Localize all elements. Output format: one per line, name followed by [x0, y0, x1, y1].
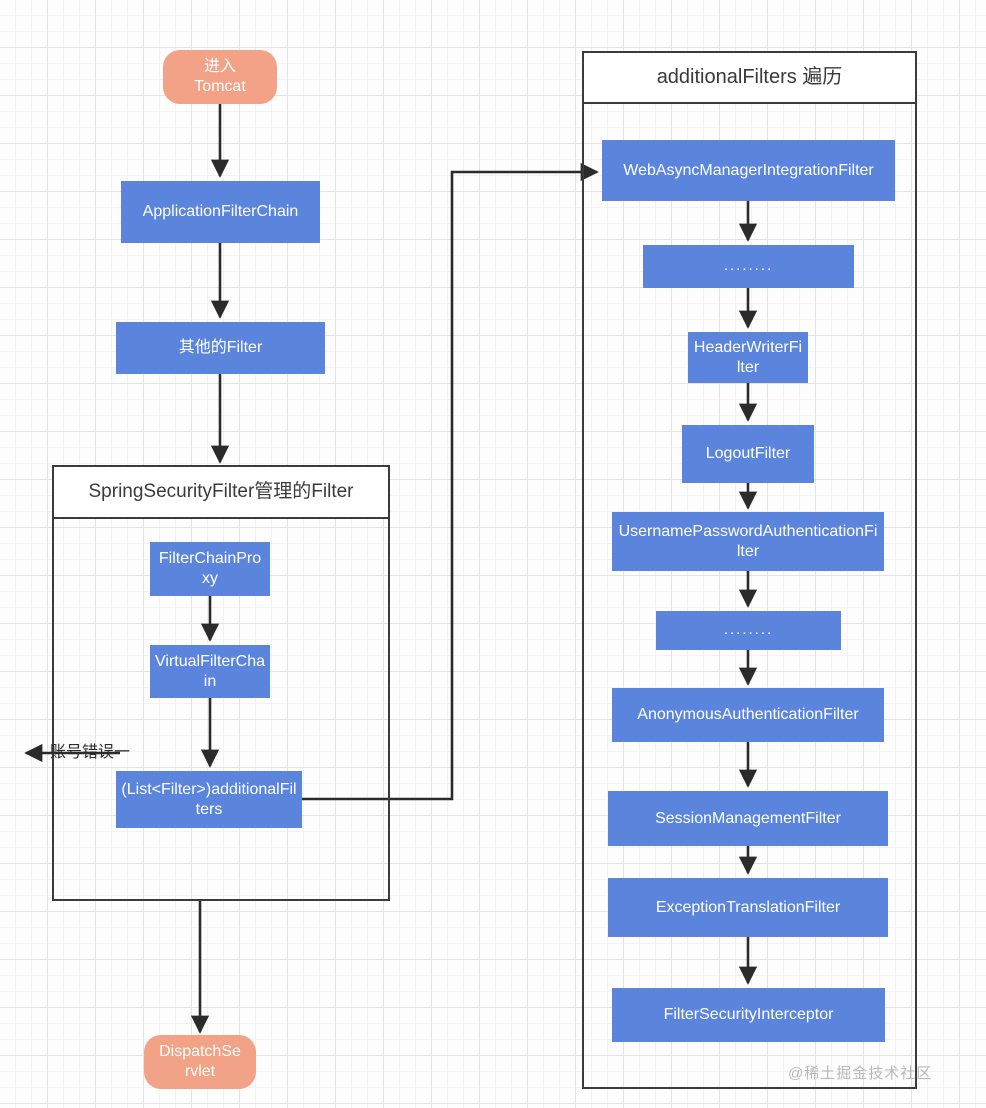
node-filter-chain-proxy-label: FilterChainProxy [158, 550, 262, 587]
group-additional-filters-title-text: additionalFilters 遍历 [656, 66, 843, 88]
node-filter-security-interceptor[interactable]: FilterSecurityInterceptor [612, 988, 885, 1042]
edge-label-account-error: 账号错误一 [50, 745, 130, 761]
group-spring-security-filter-title: SpringSecurityFilter管理的Filter [54, 467, 388, 519]
node-additional-filters[interactable]: (List<Filter>)additionalFilters [116, 771, 302, 828]
node-logout-filter[interactable]: LogoutFilter [682, 425, 814, 483]
node-virtual-filter-chain[interactable]: VirtualFilterChain [150, 645, 270, 698]
node-other-filter-label: 其他的Filter [178, 339, 263, 357]
edge-label-account-error-text: 账号错误一 [50, 744, 131, 761]
node-username-password-authentication-filter[interactable]: UsernamePasswordAuthenticationFilter [612, 512, 884, 571]
watermark-text: @稀土掘金技术社区 [788, 1065, 933, 1082]
node-web-async-manager-integration-filter[interactable]: WebAsyncManagerIntegrationFilter [602, 140, 895, 201]
node-anonymous-authentication-filter-label: AnonymousAuthenticationFilter [637, 706, 859, 724]
node-application-filter-chain-label: ApplicationFilterChain [142, 203, 299, 221]
node-filter-security-interceptor-label: FilterSecurityInterceptor [663, 1006, 834, 1024]
node-ellipsis-1-label: ........ [723, 257, 774, 275]
node-header-writer-filter-label: HeaderWriterFilter [693, 338, 803, 376]
group-additional-filters: additionalFilters 遍历 [582, 51, 917, 1089]
node-dispatch-servlet-line1: DispatchSe [159, 1043, 241, 1061]
node-entry-tomcat-line1: 进入 [203, 58, 236, 76]
node-logout-filter-label: LogoutFilter [705, 445, 791, 463]
watermark: @稀土掘金技术社区 [788, 1062, 932, 1083]
node-application-filter-chain[interactable]: ApplicationFilterChain [121, 181, 320, 243]
node-filter-chain-proxy[interactable]: FilterChainProxy [150, 542, 270, 596]
node-username-password-authentication-filter-label: UsernamePasswordAuthenticationFilter [618, 522, 878, 560]
node-entry-tomcat[interactable]: 进入 Tomcat [163, 50, 277, 104]
node-session-management-filter[interactable]: SessionManagementFilter [608, 791, 888, 846]
node-additional-filters-label: (List<Filter>)additionalFilters [121, 780, 297, 818]
node-ellipsis-1[interactable]: ........ [643, 245, 854, 288]
node-other-filter[interactable]: 其他的Filter [116, 322, 325, 374]
node-ellipsis-2[interactable]: ........ [656, 611, 841, 650]
group-spring-security-filter-title-text: SpringSecurityFilter管理的Filter [88, 481, 354, 503]
node-dispatch-servlet[interactable]: DispatchSe rvlet [144, 1035, 256, 1089]
node-header-writer-filter[interactable]: HeaderWriterFilter [688, 332, 808, 383]
node-ellipsis-2-label: ........ [723, 621, 774, 639]
node-exception-translation-filter-label: ExceptionTranslationFilter [655, 898, 841, 916]
node-session-management-filter-label: SessionManagementFilter [655, 809, 841, 827]
group-spring-security-filter: SpringSecurityFilter管理的Filter [52, 465, 390, 901]
group-additional-filters-title: additionalFilters 遍历 [584, 53, 915, 104]
node-entry-tomcat-line2: Tomcat [194, 78, 246, 95]
node-dispatch-servlet-line2: rvlet [184, 1063, 216, 1080]
node-anonymous-authentication-filter[interactable]: AnonymousAuthenticationFilter [612, 688, 884, 742]
node-exception-translation-filter[interactable]: ExceptionTranslationFilter [608, 878, 888, 937]
node-web-async-manager-integration-filter-label: WebAsyncManagerIntegrationFilter [623, 161, 874, 179]
node-virtual-filter-chain-label: VirtualFilterChain [155, 652, 265, 690]
